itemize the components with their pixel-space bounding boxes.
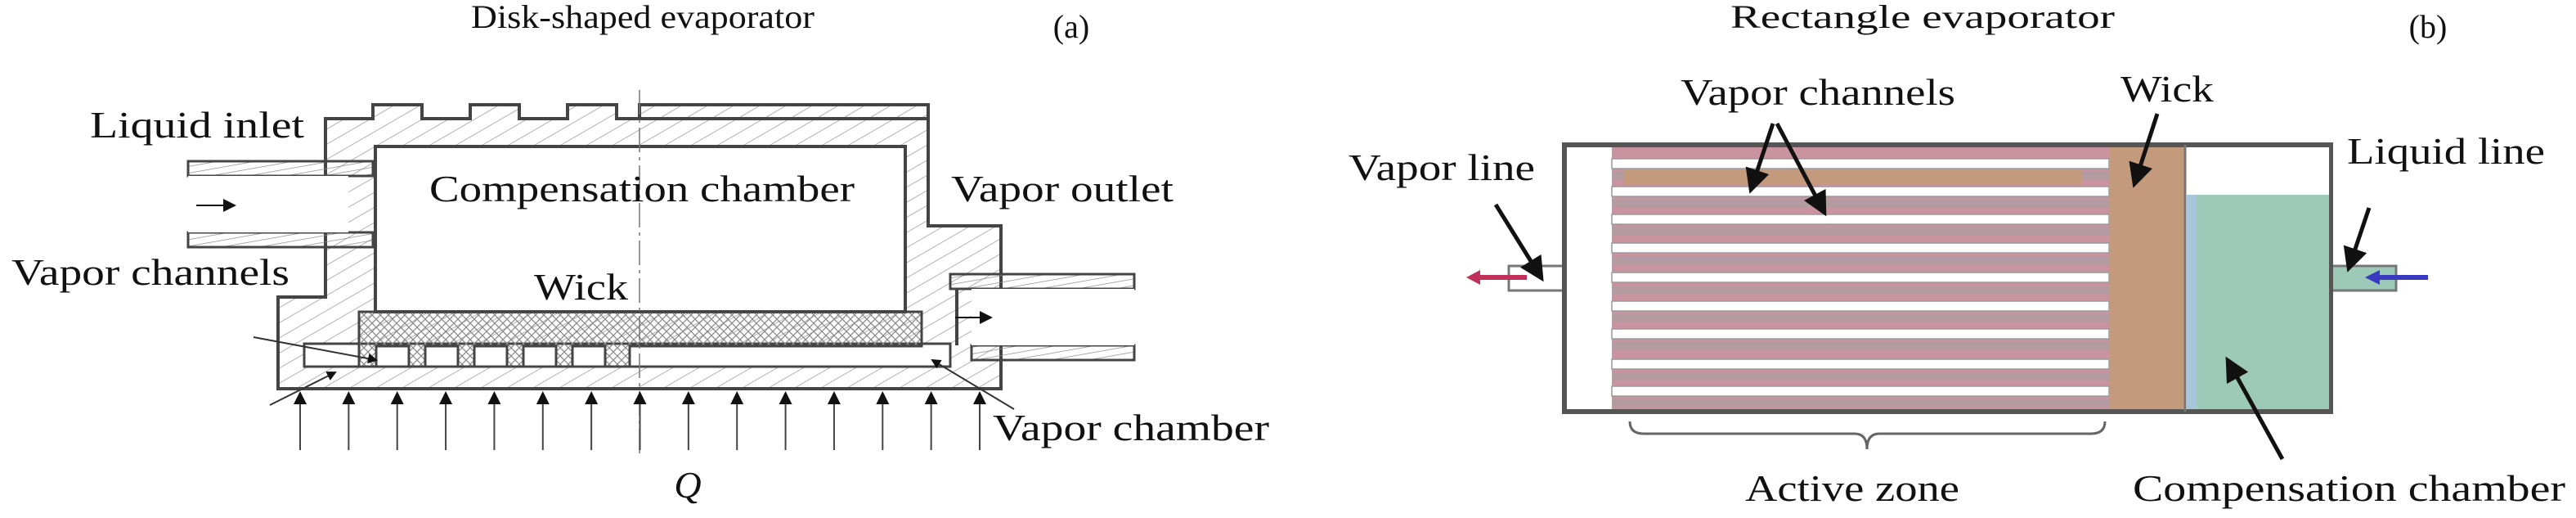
label-wick: Wick [534, 266, 628, 308]
vapor-channels-pointer-2 [1775, 122, 1827, 217]
panel-b-title: Rectangle evaporator [1730, 0, 2115, 35]
channel-shadow [1612, 372, 2109, 381]
vapor-flow-arrowhead [1466, 270, 1480, 285]
vapor-channel [1611, 328, 2110, 340]
vapor-channels-leader-2 [269, 372, 337, 406]
vapor-channel [1611, 242, 2110, 254]
vapor-channels-leader [253, 336, 378, 364]
liquid-flow-arrowhead [2365, 270, 2380, 285]
channel-shadow [1612, 314, 2109, 322]
label-active-zone: Active zone [1745, 467, 1959, 509]
vapor-channel [1611, 186, 2110, 197]
label-vapor-chamber: Vapor chamber [993, 407, 1269, 448]
panel-b-tag: (b) [2409, 8, 2448, 45]
vapor-channel [1611, 385, 2110, 397]
panel-a-title: Disk-shaped evaporator [471, 0, 815, 35]
label-liquid-line: Liquid line [2347, 130, 2545, 172]
channel-shadow [1612, 256, 2109, 264]
panel-a-tag: (a) [1053, 8, 1089, 45]
active-zone-brace [1628, 421, 2107, 450]
channel-shadow [1612, 200, 2109, 208]
compensation-chamber-edge [2187, 195, 2197, 409]
label-heat-q: Q [674, 464, 701, 506]
label-vapor-outlet: Vapor outlet [951, 168, 1174, 209]
label-vapor-channels: Vapor channels [11, 251, 289, 293]
vapor-channel [1611, 158, 2110, 169]
panel-a-disk-evaporator: Disk-shaped evaporator (a) [11, 0, 1269, 506]
channel-shadow [1612, 286, 2109, 294]
vapor-channel [1611, 300, 2110, 312]
heat-flux-arrows [294, 391, 986, 450]
channel-shadow [1612, 227, 2109, 236]
liquid-inlet-pipe [186, 160, 375, 249]
vapor-channel [1611, 214, 2110, 225]
wick-region [2109, 147, 2185, 409]
compensation-chamber-pointer [2225, 356, 2285, 461]
label-vapor-line: Vapor line [1349, 146, 1535, 188]
channel-shadow [1612, 342, 2109, 350]
compensation-chamber-vapor-space [2187, 147, 2329, 195]
vapor-outlet-pipe [949, 273, 1136, 362]
vapor-channel [1611, 272, 2110, 283]
label-wick-b: Wick [2120, 68, 2214, 110]
wick-strip [1623, 170, 2081, 185]
label-compensation-chamber-b: Compensation chamber [2133, 467, 2565, 509]
vapor-line-pointer [1493, 203, 1544, 282]
channel-shadow [1612, 399, 2109, 408]
compensation-chamber-cavity [374, 145, 907, 313]
wick-block [357, 310, 923, 368]
label-liquid-inlet: Liquid inlet [90, 104, 304, 146]
vapor-channels-pointer-1 [1745, 123, 1775, 194]
vapor-channel [1611, 358, 2110, 370]
vapor-chamber-leader [931, 358, 1015, 410]
label-vapor-channels-b: Vapor channels [1681, 71, 1955, 113]
liquid-line-pointer [2343, 207, 2372, 273]
panel-b-rectangle-evaporator: Rectangle evaporator (b) Vapo [1349, 0, 2565, 509]
wick-pointer [2129, 113, 2160, 188]
label-compensation-chamber: Compensation chamber [429, 168, 855, 209]
compensation-chamber-liquid [2187, 195, 2329, 409]
